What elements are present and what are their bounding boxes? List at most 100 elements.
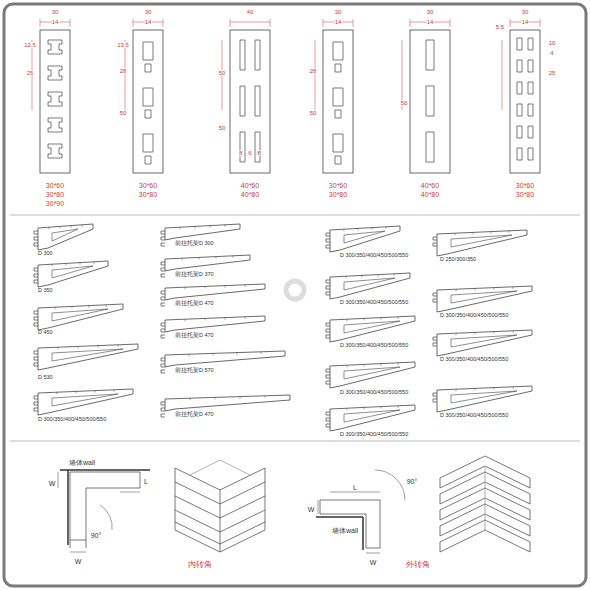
bracket <box>34 389 133 415</box>
dimension-label: W <box>308 506 315 513</box>
dimension-label: 50 <box>120 110 127 116</box>
bracket <box>433 230 527 256</box>
model-label: 30*60 <box>46 182 64 189</box>
dimension-label: 14 <box>145 19 152 25</box>
bracket-label: D 300/350/400/450/500/550 <box>340 390 408 396</box>
dimension-label: 50 <box>219 125 226 131</box>
model-label: 30*60 <box>139 182 157 189</box>
bracket <box>161 316 265 338</box>
bracket-label: D 300/350/400/450/500/550 <box>340 253 408 259</box>
dimension-label: 25 <box>549 70 556 76</box>
upright <box>222 19 270 173</box>
bracket <box>34 261 108 287</box>
bracket-label: 前挂托架D 470 <box>175 333 214 339</box>
bracket <box>161 395 290 417</box>
bracket <box>433 386 532 412</box>
center-mark <box>286 281 304 299</box>
bracket <box>161 351 285 373</box>
bracket-label: D 250/300/350 <box>440 257 476 263</box>
brackets <box>34 224 532 431</box>
bracket-label: D 300/350/400/450/500/550 <box>440 413 508 419</box>
dimension-label: 6 <box>248 150 251 156</box>
dimension-label: 30 <box>522 9 529 15</box>
uprights <box>32 19 540 173</box>
upright <box>502 19 540 173</box>
dimension-label: 8 <box>239 150 242 156</box>
bracket <box>326 226 400 252</box>
dimension-label: 14 <box>52 19 59 25</box>
bracket-label: 前挂托架D 470 <box>175 412 214 418</box>
angle-label: 90° <box>407 478 418 485</box>
upright <box>125 19 163 173</box>
divider <box>10 215 580 216</box>
bracket-label: 前挂托架D 570 <box>175 368 214 374</box>
angle-label: 90° <box>91 532 102 539</box>
bracket-label: D 300/350/400/450/500/550 <box>340 343 408 349</box>
dimension-label: 28 <box>310 68 317 74</box>
dimension-label: 28 <box>120 68 127 74</box>
divider <box>10 441 580 442</box>
dimension-label: 8 <box>257 150 260 156</box>
dimension-label: 10 <box>549 40 556 46</box>
dimension-label: L <box>353 484 357 491</box>
dimension-label: 12.5 <box>24 42 36 48</box>
dimension-label: 13.5 <box>117 42 129 48</box>
corner-title: 外转角 <box>406 561 430 569</box>
bracket-label: 前挂托架D 470 <box>175 301 214 307</box>
wall-label: 墙体wall <box>332 527 358 534</box>
model-label: 30*90 <box>46 200 64 207</box>
corner-title: 内转角 <box>188 561 212 569</box>
dimension-label: 14 <box>522 19 529 25</box>
bracket <box>433 330 532 356</box>
bracket <box>34 224 93 250</box>
dimension-label: L <box>144 478 148 485</box>
bracket-label: 前挂托架D 300 <box>175 241 214 247</box>
model-label: 40*60 <box>241 182 259 189</box>
bracket-label: 前挂托架D 370 <box>175 272 214 278</box>
bracket-label: D 350 <box>38 288 53 294</box>
bracket-label: D 300/350/400/450/500/550 <box>340 300 408 306</box>
model-label: 30*80 <box>139 191 157 198</box>
bracket-label: D 300 <box>38 251 53 257</box>
model-label: 30*60 <box>329 182 347 189</box>
dimension-label: W <box>49 480 56 487</box>
dimension-label: 50 <box>219 70 226 76</box>
upright <box>32 19 70 173</box>
dimension-label: 30 <box>145 9 152 15</box>
model-label: 40*60 <box>421 182 439 189</box>
model-label: 40*80 <box>421 191 439 198</box>
bracket <box>326 316 415 342</box>
dimension-label: W <box>370 559 377 566</box>
bracket <box>326 362 415 388</box>
corner-shelves <box>58 456 530 553</box>
dimension-label: 14 <box>427 19 434 25</box>
bracket-label: D 300/350/400/450/500/550 <box>38 417 106 423</box>
bracket <box>433 286 532 312</box>
bracket-label: D 530 <box>38 375 53 381</box>
bracket <box>161 255 250 277</box>
upright <box>402 19 450 173</box>
dimension-label: 30 <box>427 9 434 15</box>
bracket-label: D 450 <box>38 330 53 336</box>
model-label: 30*80 <box>516 191 534 198</box>
bracket <box>34 344 138 370</box>
model-label: 30*80 <box>46 191 64 198</box>
bracket-label: D 300/350/400/450/500/550 <box>440 357 508 363</box>
model-label: 40*80 <box>241 191 259 198</box>
dimension-label: 14 <box>335 19 342 25</box>
dimension-label: 5.5 <box>496 24 504 30</box>
dimension-label: 30 <box>52 9 59 15</box>
bracket <box>161 224 240 246</box>
model-label: 30*80 <box>329 191 347 198</box>
dimension-label: 30 <box>335 9 342 15</box>
dimension-label: 25 <box>27 70 34 76</box>
wall-label: 墙体wall <box>69 459 95 466</box>
bracket <box>326 405 415 431</box>
bracket <box>34 304 123 330</box>
model-label: 30*60 <box>516 182 534 189</box>
dimension-label: 50 <box>401 100 408 106</box>
dimension-label: W <box>75 558 82 565</box>
bracket-label: D 300/350/400/450/500/550 <box>340 432 408 438</box>
upright <box>315 19 353 173</box>
